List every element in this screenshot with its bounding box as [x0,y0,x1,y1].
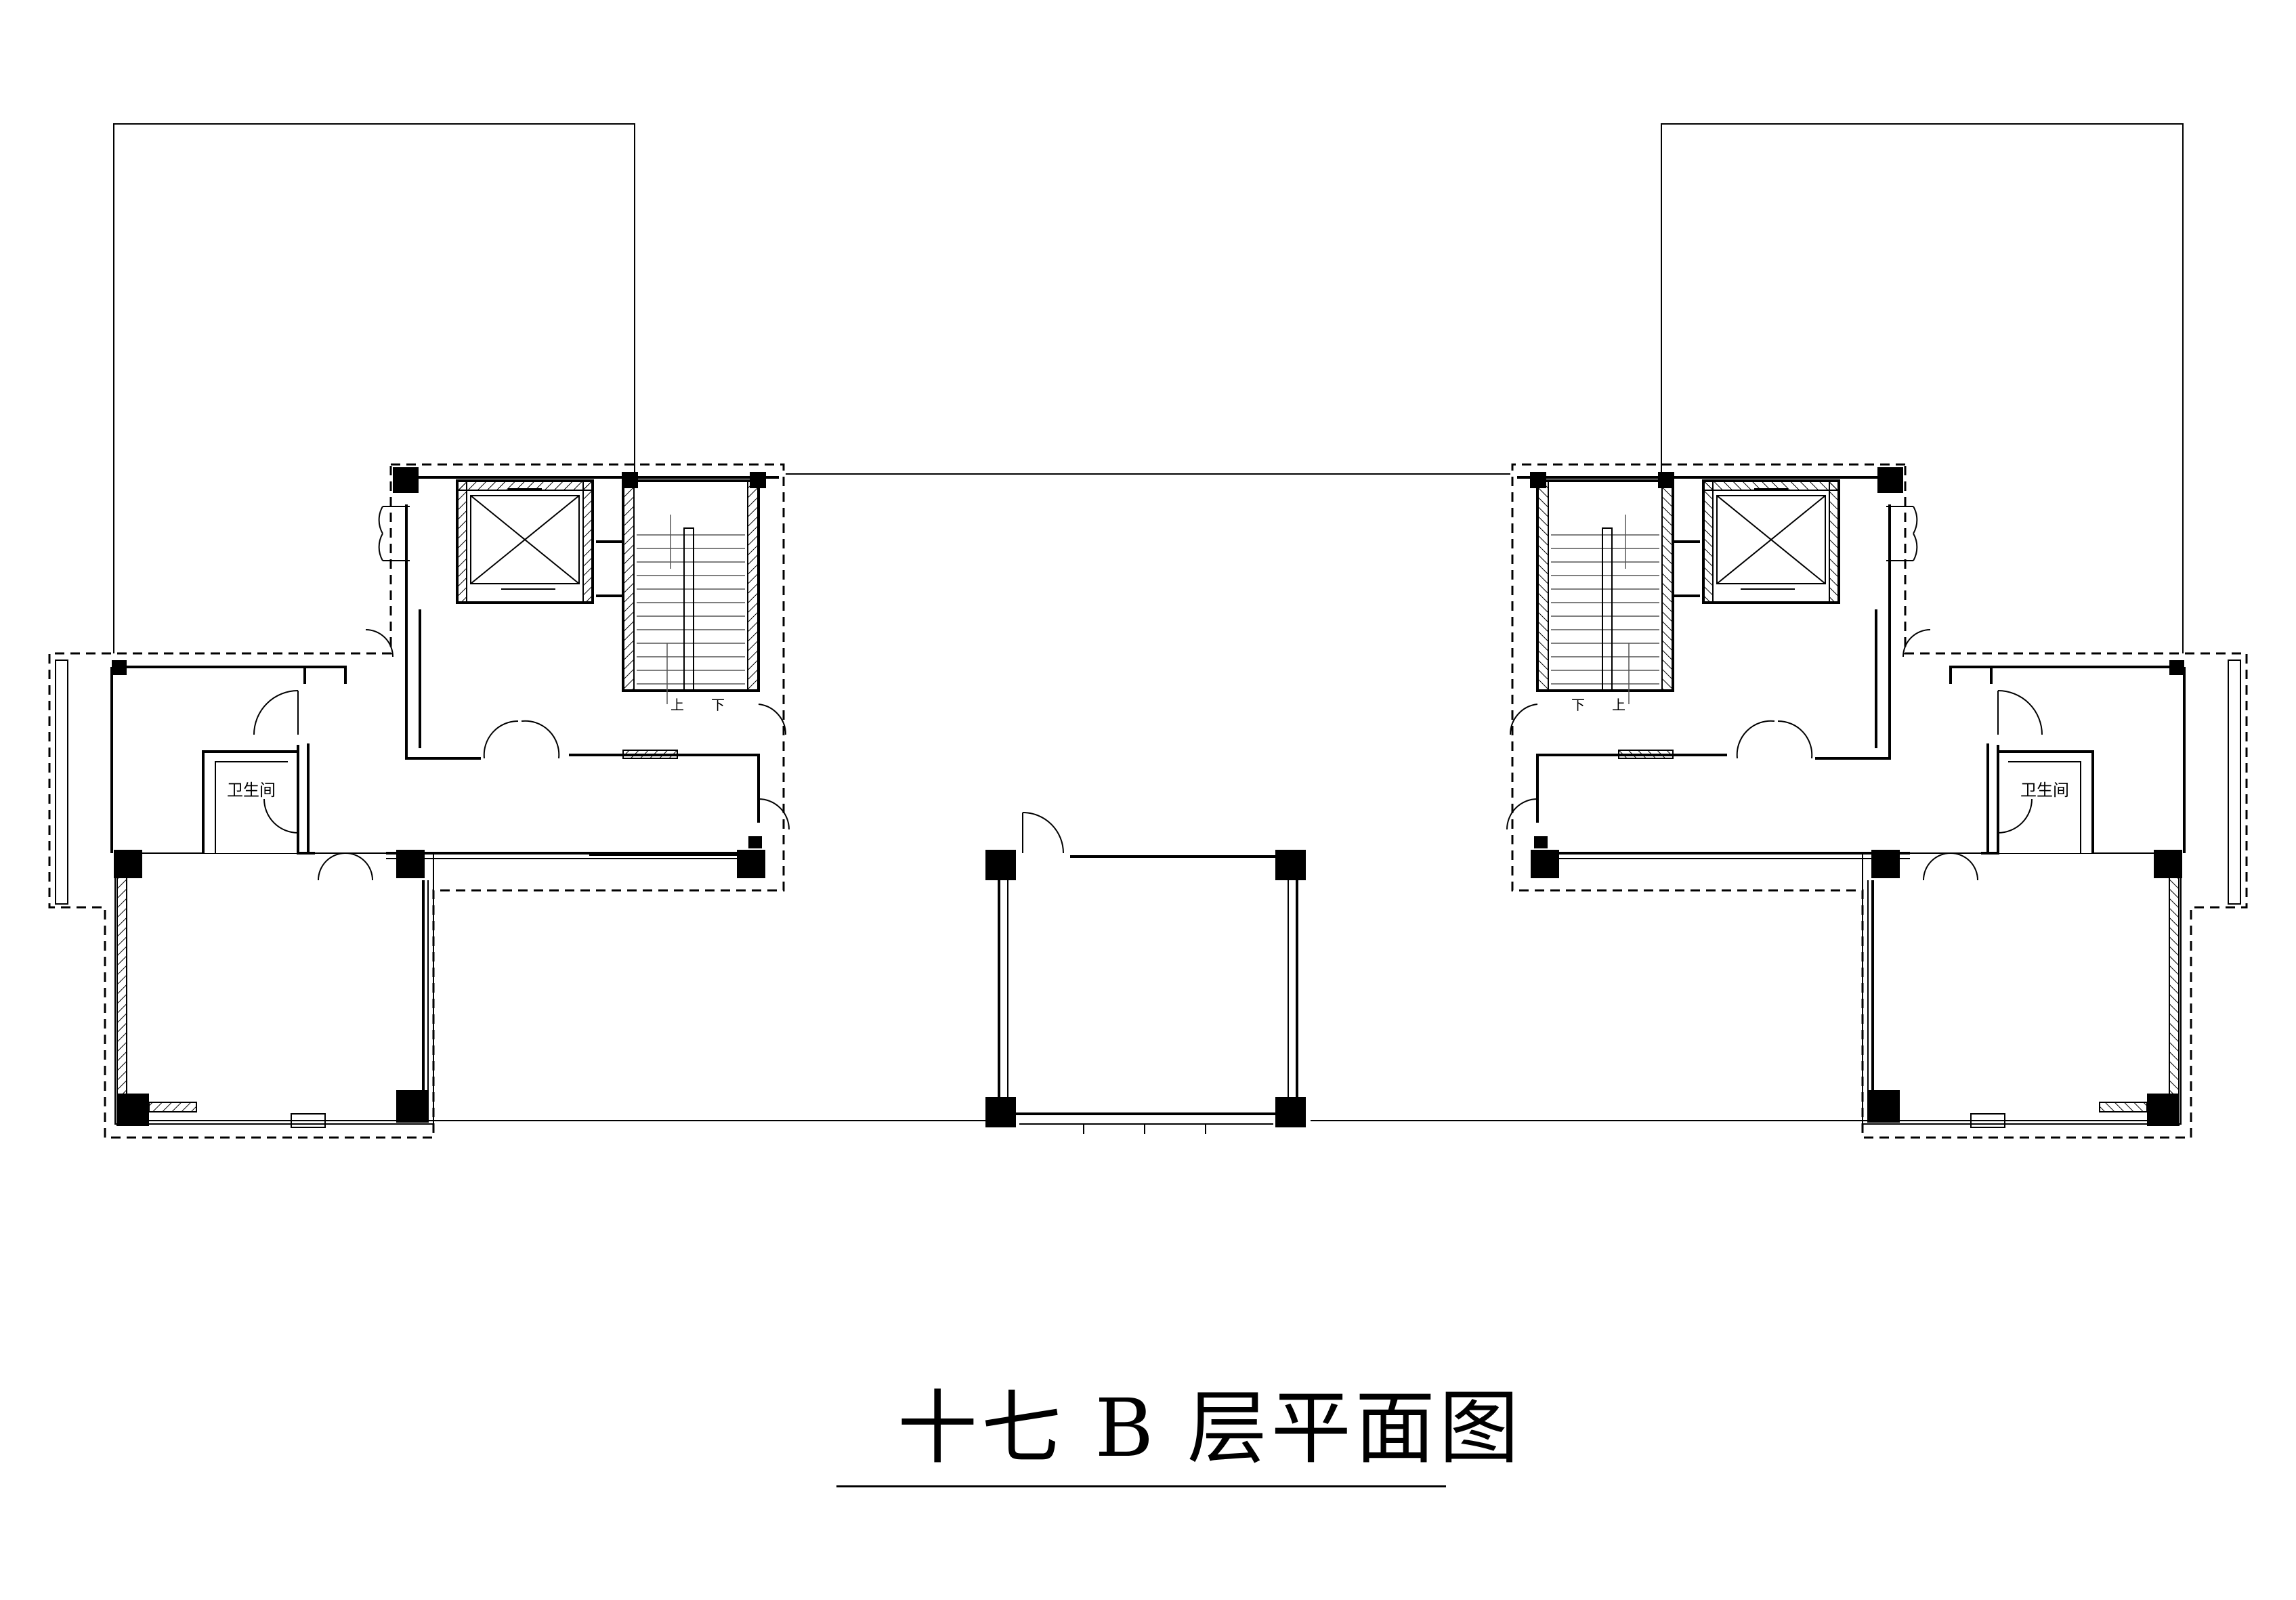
center-column [985,850,1016,880]
left-bathroom-label: 卫生间 [227,781,276,800]
left-stair-down: 下 [711,697,725,713]
center-column [1275,850,1306,880]
left-column [396,1090,429,1123]
right-stair-up: 上 [1612,697,1625,713]
left-stair-core [622,479,760,692]
left-column [396,850,425,878]
left-doors [253,506,790,881]
left-unit: 卫生间 上 下 [48,463,790,1139]
left-column [112,660,127,675]
left-stair-up: 上 [671,697,684,713]
right-terrace-outline [1661,123,2184,653]
left-column [114,850,142,878]
left-stair-treads [637,515,745,704]
left-bathroom-walls [202,750,299,853]
drawing-title: 十七 B 层平面图 [897,1381,1523,1475]
central-connector-lines [433,473,1863,1121]
center-column [1275,1097,1306,1127]
center-column [985,1097,1016,1127]
center-pavilion [985,812,1306,1134]
left-exterior-wall [115,666,347,684]
right-unit [1506,463,2248,1139]
left-column [737,850,765,878]
left-column [622,472,638,488]
left-unit-dashed-boundary [48,463,785,1139]
right-stair-down: 下 [1571,697,1585,713]
right-bathroom-label: 卫生间 [2020,781,2069,800]
left-column [116,1094,149,1126]
left-column [748,836,762,848]
left-column [393,467,419,493]
left-column [750,472,766,488]
left-terrace-outline [113,123,635,653]
